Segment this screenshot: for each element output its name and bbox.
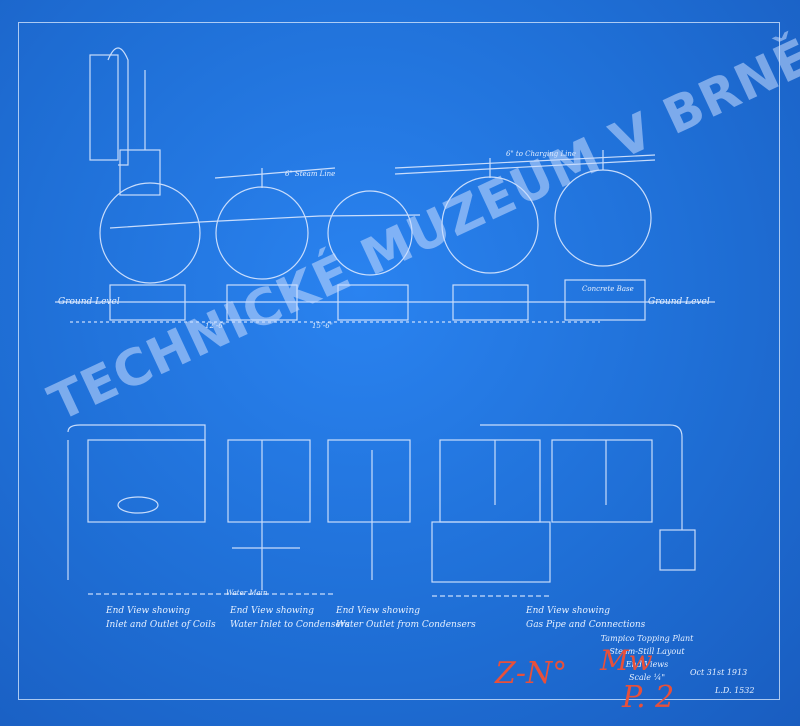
water-outlet-view: [327, 439, 411, 523]
archive-signature-mark: Mw: [600, 644, 653, 677]
gas-trap: [659, 529, 696, 571]
vapor-pipe: [107, 47, 129, 166]
charging-line-label: 6" to Charging Line: [506, 150, 577, 158]
archive-zn-mark: Z-N°: [495, 656, 568, 691]
base-5: [564, 279, 646, 321]
dimension-a-label: 12'-6": [205, 322, 226, 330]
fractionating-tower: [89, 54, 119, 161]
concrete-base-label: Concrete Base: [582, 285, 634, 293]
archive-page-mark: P. 2: [622, 680, 675, 715]
gas-view-left: [439, 439, 541, 523]
title-line-3: End Views: [625, 660, 669, 669]
water-inlet-view: [227, 439, 311, 523]
caption-coils: End View showing Inlet and Outlet of Coi…: [106, 606, 216, 630]
caption-water-outlet: End View showing Water Outlet from Conde…: [336, 606, 476, 630]
water-main-label: Water Main: [226, 589, 268, 597]
still-3: [327, 190, 413, 276]
title-line-2: Steam-Still Layout: [609, 647, 685, 656]
coil-view-outline: [67, 424, 206, 580]
steam-line-label: 6" Steam Line: [285, 170, 336, 178]
title-line-4: Scale ¼": [629, 673, 665, 682]
dimension-b-label: 15'-6": [312, 322, 333, 330]
title-line-1: Tampico Topping Plant: [600, 634, 694, 643]
sheet-border: [18, 22, 780, 700]
charging-line-pipe: [394, 154, 656, 169]
vapor-connection-pipe: [109, 214, 421, 229]
caption-water-inlet: End View showing Water Inlet to Condense…: [230, 606, 350, 630]
title-block: Tampico Topping Plant Steam-Still Layout…: [592, 632, 702, 684]
gas-view-right: [551, 439, 653, 523]
drawing-number: L.D. 1532: [715, 686, 755, 695]
ground-level-left-label: Ground Level: [58, 297, 120, 307]
still-1: [99, 182, 201, 284]
ground-level-right-label: Ground Level: [648, 297, 710, 307]
caption-gas-pipe: End View showing Gas Pipe and Connection…: [526, 606, 646, 630]
steam-line-pipe: [214, 167, 336, 179]
drawing-date: Oct 31st 1913: [690, 668, 748, 677]
